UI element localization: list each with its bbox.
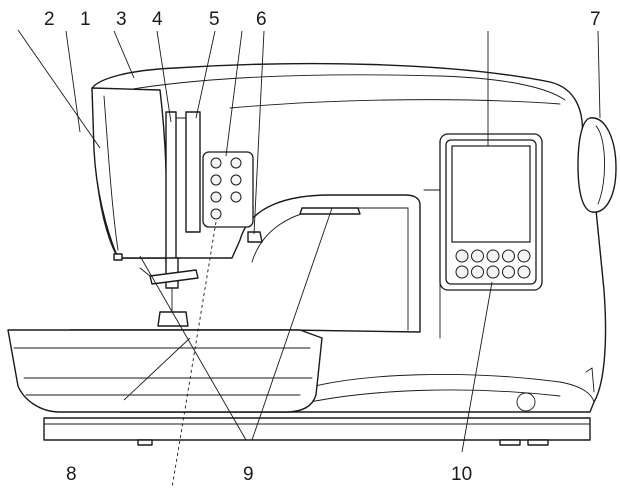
base-plate — [43, 417, 591, 446]
control-button-icon[interactable] — [502, 249, 515, 263]
control-button-icon[interactable] — [517, 249, 531, 263]
leader-lines — [17, 29, 601, 489]
handwheel-icon[interactable] — [577, 117, 617, 213]
control-button-icon[interactable] — [230, 157, 242, 169]
callout-4: 4 — [152, 9, 163, 30]
control-button-icon[interactable] — [471, 249, 484, 263]
left-button-panel — [202, 151, 254, 228]
control-button-icon[interactable] — [210, 157, 222, 169]
thread-cutter — [247, 231, 263, 243]
callout-6: 6 — [256, 9, 267, 30]
control-button-icon[interactable] — [502, 265, 515, 279]
extension-table — [7, 329, 323, 413]
control-button-icon[interactable] — [210, 191, 222, 203]
control-button-icon[interactable] — [471, 265, 484, 279]
panel-button-grid — [455, 249, 531, 279]
callout-labels: 2 1 3 4 5 6 7 8 9 10 — [44, 9, 601, 485]
callout-7: 7 — [590, 9, 601, 30]
needle-bar-area — [165, 111, 201, 263]
control-button-icon[interactable] — [486, 249, 500, 263]
control-button-icon[interactable] — [455, 249, 469, 263]
callout-8: 8 — [66, 464, 77, 485]
callout-5: 5 — [209, 9, 220, 30]
control-button-icon[interactable] — [455, 265, 469, 279]
presser-foot-assembly — [139, 257, 199, 327]
control-button-icon[interactable] — [210, 174, 222, 186]
control-button-icon[interactable] — [210, 208, 222, 220]
callout-3: 3 — [116, 9, 127, 30]
callout-2: 2 — [44, 9, 55, 30]
callout-10: 10 — [451, 464, 472, 485]
control-button-icon[interactable] — [230, 191, 242, 203]
sewing-light — [299, 207, 361, 215]
callout-1: 1 — [80, 9, 91, 30]
control-button-icon[interactable] — [230, 174, 242, 186]
lcd-screen-icon[interactable] — [451, 145, 531, 243]
callout-9: 9 — [243, 464, 254, 485]
face-plate — [91, 87, 168, 261]
control-button-icon[interactable] — [486, 265, 500, 279]
control-button-icon[interactable] — [517, 265, 531, 279]
